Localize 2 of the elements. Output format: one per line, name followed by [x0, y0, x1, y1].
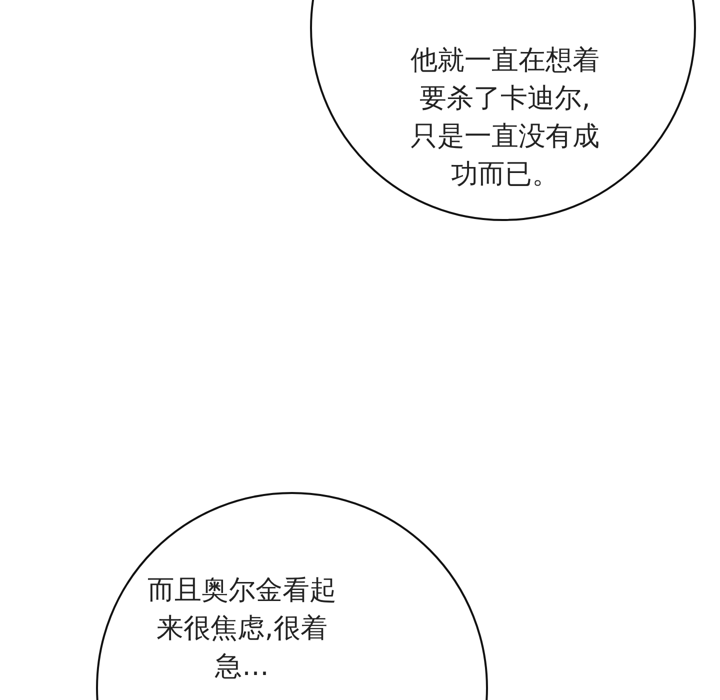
speech-text: 而且奥尔金看起来很焦虑,很着急…	[146, 574, 338, 684]
speech-text: 他就一直在想着要杀了卡迪尔,只是一直没有成功而已。	[409, 44, 600, 192]
